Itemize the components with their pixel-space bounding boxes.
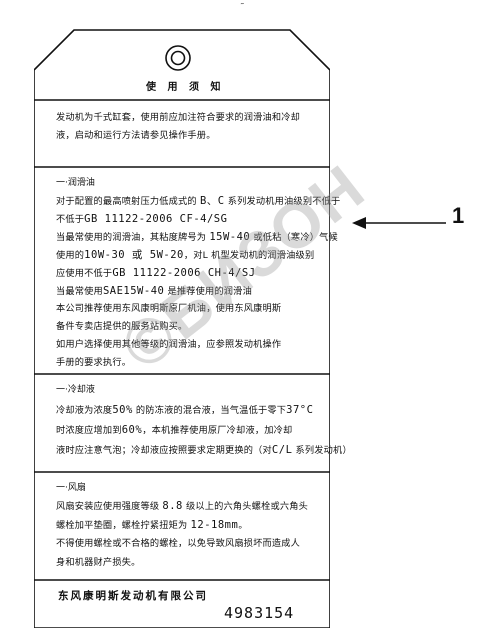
oil-line-text: ，对L 机型发动机的润滑油级别 [183, 250, 315, 261]
tag-outline [34, 29, 330, 628]
oil-line: 对于配置的最高喷射压力低成式的 B、C 系列发动机用油级别不低于 [56, 193, 340, 210]
fan-line-text: 。 [238, 520, 248, 531]
coolant-line-text: 液时应注意气泡；冷却液应按照要求定期更换的（对 [56, 445, 272, 456]
oil-section-title: 一·润滑油 [56, 178, 95, 188]
fan-line-text: 12-18mm [190, 519, 239, 531]
fan-line-text: 风扇安装应使用强度等级 [56, 501, 163, 512]
oil-line-text: GB 11122-2006 CF-4/SG [84, 213, 228, 225]
oil-line: 应使用不低于GB 11122-2006 CH-4/SJ [56, 265, 256, 282]
oil-line-text: 如用户选择使用其他等级的润滑油，应参照发动机操作 [56, 339, 282, 350]
coolant-line-text: 系列发动机） [292, 445, 352, 456]
fan-line-text: 不得使用螺栓或不合格的螺栓，以免导致风扇损坏而造成人 [56, 538, 301, 549]
tag-header: 使 用 须 知 [146, 82, 225, 93]
coolant-line-text: 的防冻液的混合液，当气温低于零下 [132, 405, 287, 416]
oil-line-text: 当最常使用 [56, 286, 103, 297]
fan-line-text: 身和机器财产损失。 [56, 557, 141, 568]
fan-line: 螺栓加平垫圈，螺栓拧紧扭矩为 12-18mm。 [56, 517, 248, 534]
oil-line-text: 或低粘（寒冷）气候 [250, 232, 338, 243]
coolant-line-text: 37°C [286, 404, 314, 416]
oil-line-text: B、C [199, 195, 225, 207]
oil-line-text: 15W-40 [209, 231, 251, 243]
instruction-tag: 使 用 须 知 发动机为千式缸套，使用前应加注符合要求的润滑油和冷却 液，启动和… [34, 22, 352, 628]
coolant-line-text: 60% [121, 424, 143, 436]
coolant-line-text: 50% [112, 404, 133, 416]
fan-line-text: 螺栓加平垫圈，螺栓拧紧扭矩为 [56, 520, 191, 531]
oil-line-text: SAE15W-40 [102, 285, 165, 297]
fan-section-title: 一·风扇 [56, 483, 86, 493]
coolant-line: 冷却液为浓度50% 的防冻液的混合液，当气温低于零下37°C [56, 402, 313, 419]
oil-line-text: 不低于 [56, 214, 85, 225]
coolant-line-text: ，本机推荐使用原厂冷却液，加冷却 [142, 425, 293, 436]
oil-line: 当最常使用SAE15W-40 是推荐使用的润滑油 [56, 283, 252, 300]
callout-arrow-icon [352, 217, 446, 229]
coolant-line: 时浓度应增加到60%，本机推荐使用原厂冷却液，加冷却 [56, 422, 292, 439]
oil-line: 不低于GB 11122-2006 CF-4/SG [56, 211, 227, 228]
oil-line-text: 是推荐使用的润滑油 [164, 286, 252, 297]
coolant-line-text: 时浓度应增加到 [56, 425, 122, 436]
oil-line: 本公司推荐使用东风康明斯原厂机油，使用东风康明斯 [56, 301, 281, 317]
oil-line-text: 手册的要求执行。 [56, 357, 132, 368]
oil-line-text: 本公司推荐使用东风康明斯原厂机油，使用东风康明斯 [56, 303, 282, 314]
oil-line: 如用户选择使用其他等级的润滑油，应参照发动机操作 [56, 337, 281, 353]
oil-line: 备件专卖店提供的服务站购买。 [56, 319, 187, 335]
oil-line-text: 使用的 [56, 250, 85, 261]
intro-line: 发动机为千式缸套，使用前应加注符合要求的润滑油和冷却 [56, 112, 301, 123]
oil-line-text: 备件专卖店提供的服务站购买。 [56, 321, 188, 332]
oil-line-text: 系列发动机用油级别不低于 [224, 196, 341, 207]
intro-line: 液，启动和运行方法请参见操作手册。 [56, 130, 216, 141]
grommet-icon [164, 44, 192, 72]
fan-line: 风扇安装应使用强度等级 8.8 级以上的六角头螺栓或六角头 [56, 498, 308, 515]
fan-line: 身和机器财产损失。 [56, 555, 141, 571]
oil-line: 手册的要求执行。 [56, 355, 131, 371]
oil-line: 当最常使用的润滑油，其粘度牌号为 15W-40 或低粘（寒冷）气候 [56, 229, 338, 246]
speck-mark: ˜ [240, 3, 245, 13]
callout-number: 1 [452, 203, 465, 228]
coolant-line-text: 冷却液为浓度 [56, 405, 113, 416]
oil-line: 使用的10W-30 或 5W-20，对L 机型发动机的润滑油级别 [56, 247, 314, 264]
coolant-line-text: C/L [271, 444, 293, 456]
coolant-section-title: 一·冷却液 [56, 385, 95, 395]
oil-line-text: 当最常使用的润滑油，其粘度牌号为 [56, 232, 210, 243]
oil-line-text: GB 11122-2006 CH-4/SJ [112, 267, 256, 279]
oil-line-text: 对于配置的最高喷射压力低成式的 [56, 196, 200, 207]
oil-line-text: 10W-30 或 5W-20 [84, 249, 184, 261]
fan-line: 不得使用螺栓或不合格的螺栓，以免导致风扇损坏而造成人 [56, 536, 300, 552]
fan-line-text: 级以上的六角头螺栓或六角头 [182, 501, 309, 512]
oil-line-text: 应使用不低于 [56, 268, 113, 279]
part-number: 4983154 [224, 604, 295, 622]
fan-line-text: 8.8 [162, 500, 183, 512]
coolant-line: 液时应注意气泡；冷却液应按照要求定期更换的（对C/L 系列发动机） [56, 442, 352, 459]
company-name: 东风康明斯发动机有限公司 [58, 590, 208, 602]
